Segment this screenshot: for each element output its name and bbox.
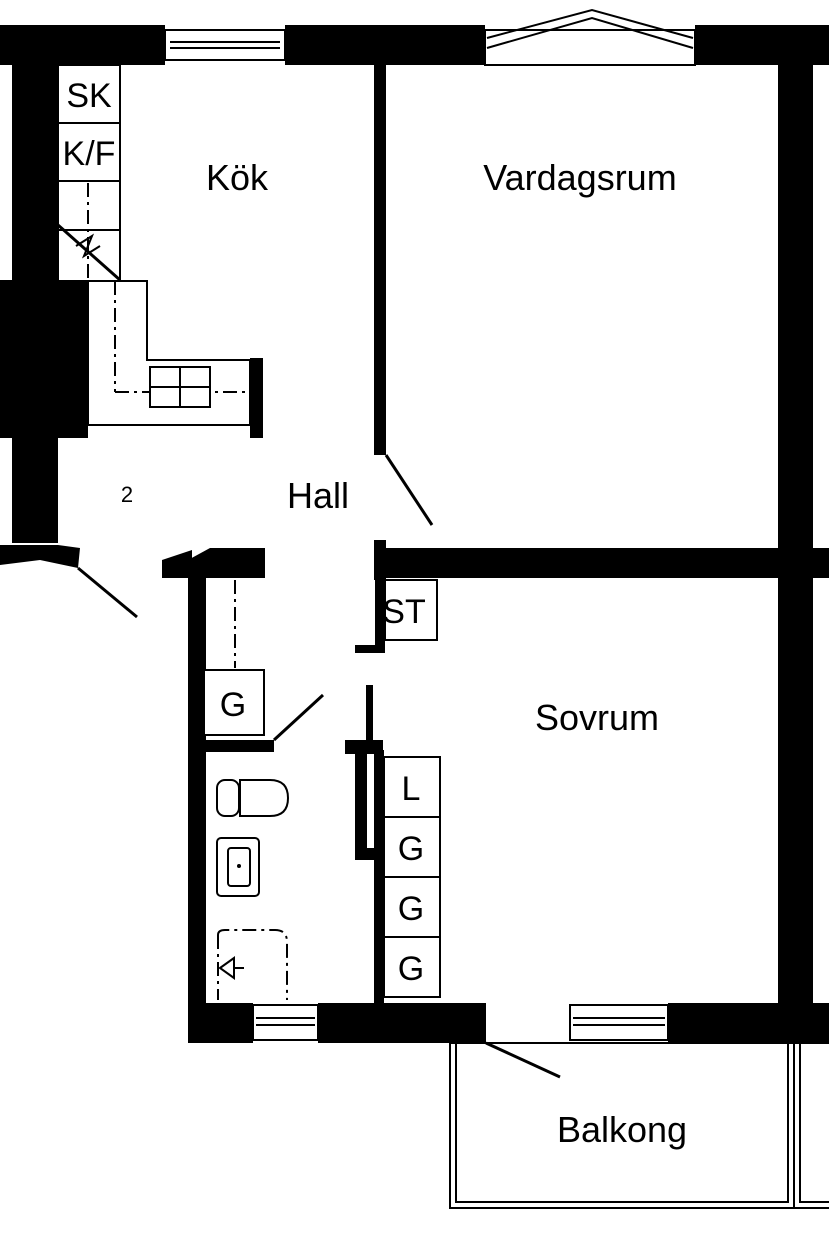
balcony-door	[485, 1041, 561, 1079]
wardrobes	[383, 756, 441, 998]
toilet-tank	[216, 779, 240, 817]
g3-label: G	[398, 950, 424, 988]
g1-label: G	[398, 830, 424, 868]
number-marker: 2	[121, 482, 133, 507]
entrance-door	[77, 566, 138, 619]
g2-label: G	[398, 890, 424, 928]
walls	[0, 25, 829, 1043]
doors	[77, 454, 561, 1079]
g-hall-label: G	[220, 686, 246, 724]
bathroom-fixtures	[216, 779, 290, 1000]
windows	[164, 8, 696, 1041]
hall-label: Hall	[287, 475, 349, 516]
st-label: ST	[382, 593, 425, 631]
labels: Kök Vardagsrum Hall Sovrum Balkong 2 SK …	[63, 77, 688, 1150]
kitchen-fixtures	[57, 64, 251, 426]
balcony-label: Balkong	[557, 1109, 687, 1150]
living-room-door	[384, 454, 434, 526]
toilet-bowl	[239, 779, 290, 817]
balcony	[449, 1042, 829, 1209]
closets	[203, 579, 438, 736]
sk-label: SK	[66, 77, 112, 115]
bedroom-label: Sovrum	[535, 697, 659, 738]
living-room-label: Vardagsrum	[483, 157, 676, 198]
kf-label: K/F	[63, 135, 116, 173]
l-label: L	[402, 770, 421, 808]
kitchen-label: Kök	[206, 157, 269, 198]
shower-head-icon	[218, 956, 235, 980]
bathroom-door	[272, 693, 325, 742]
shower	[217, 929, 288, 1000]
